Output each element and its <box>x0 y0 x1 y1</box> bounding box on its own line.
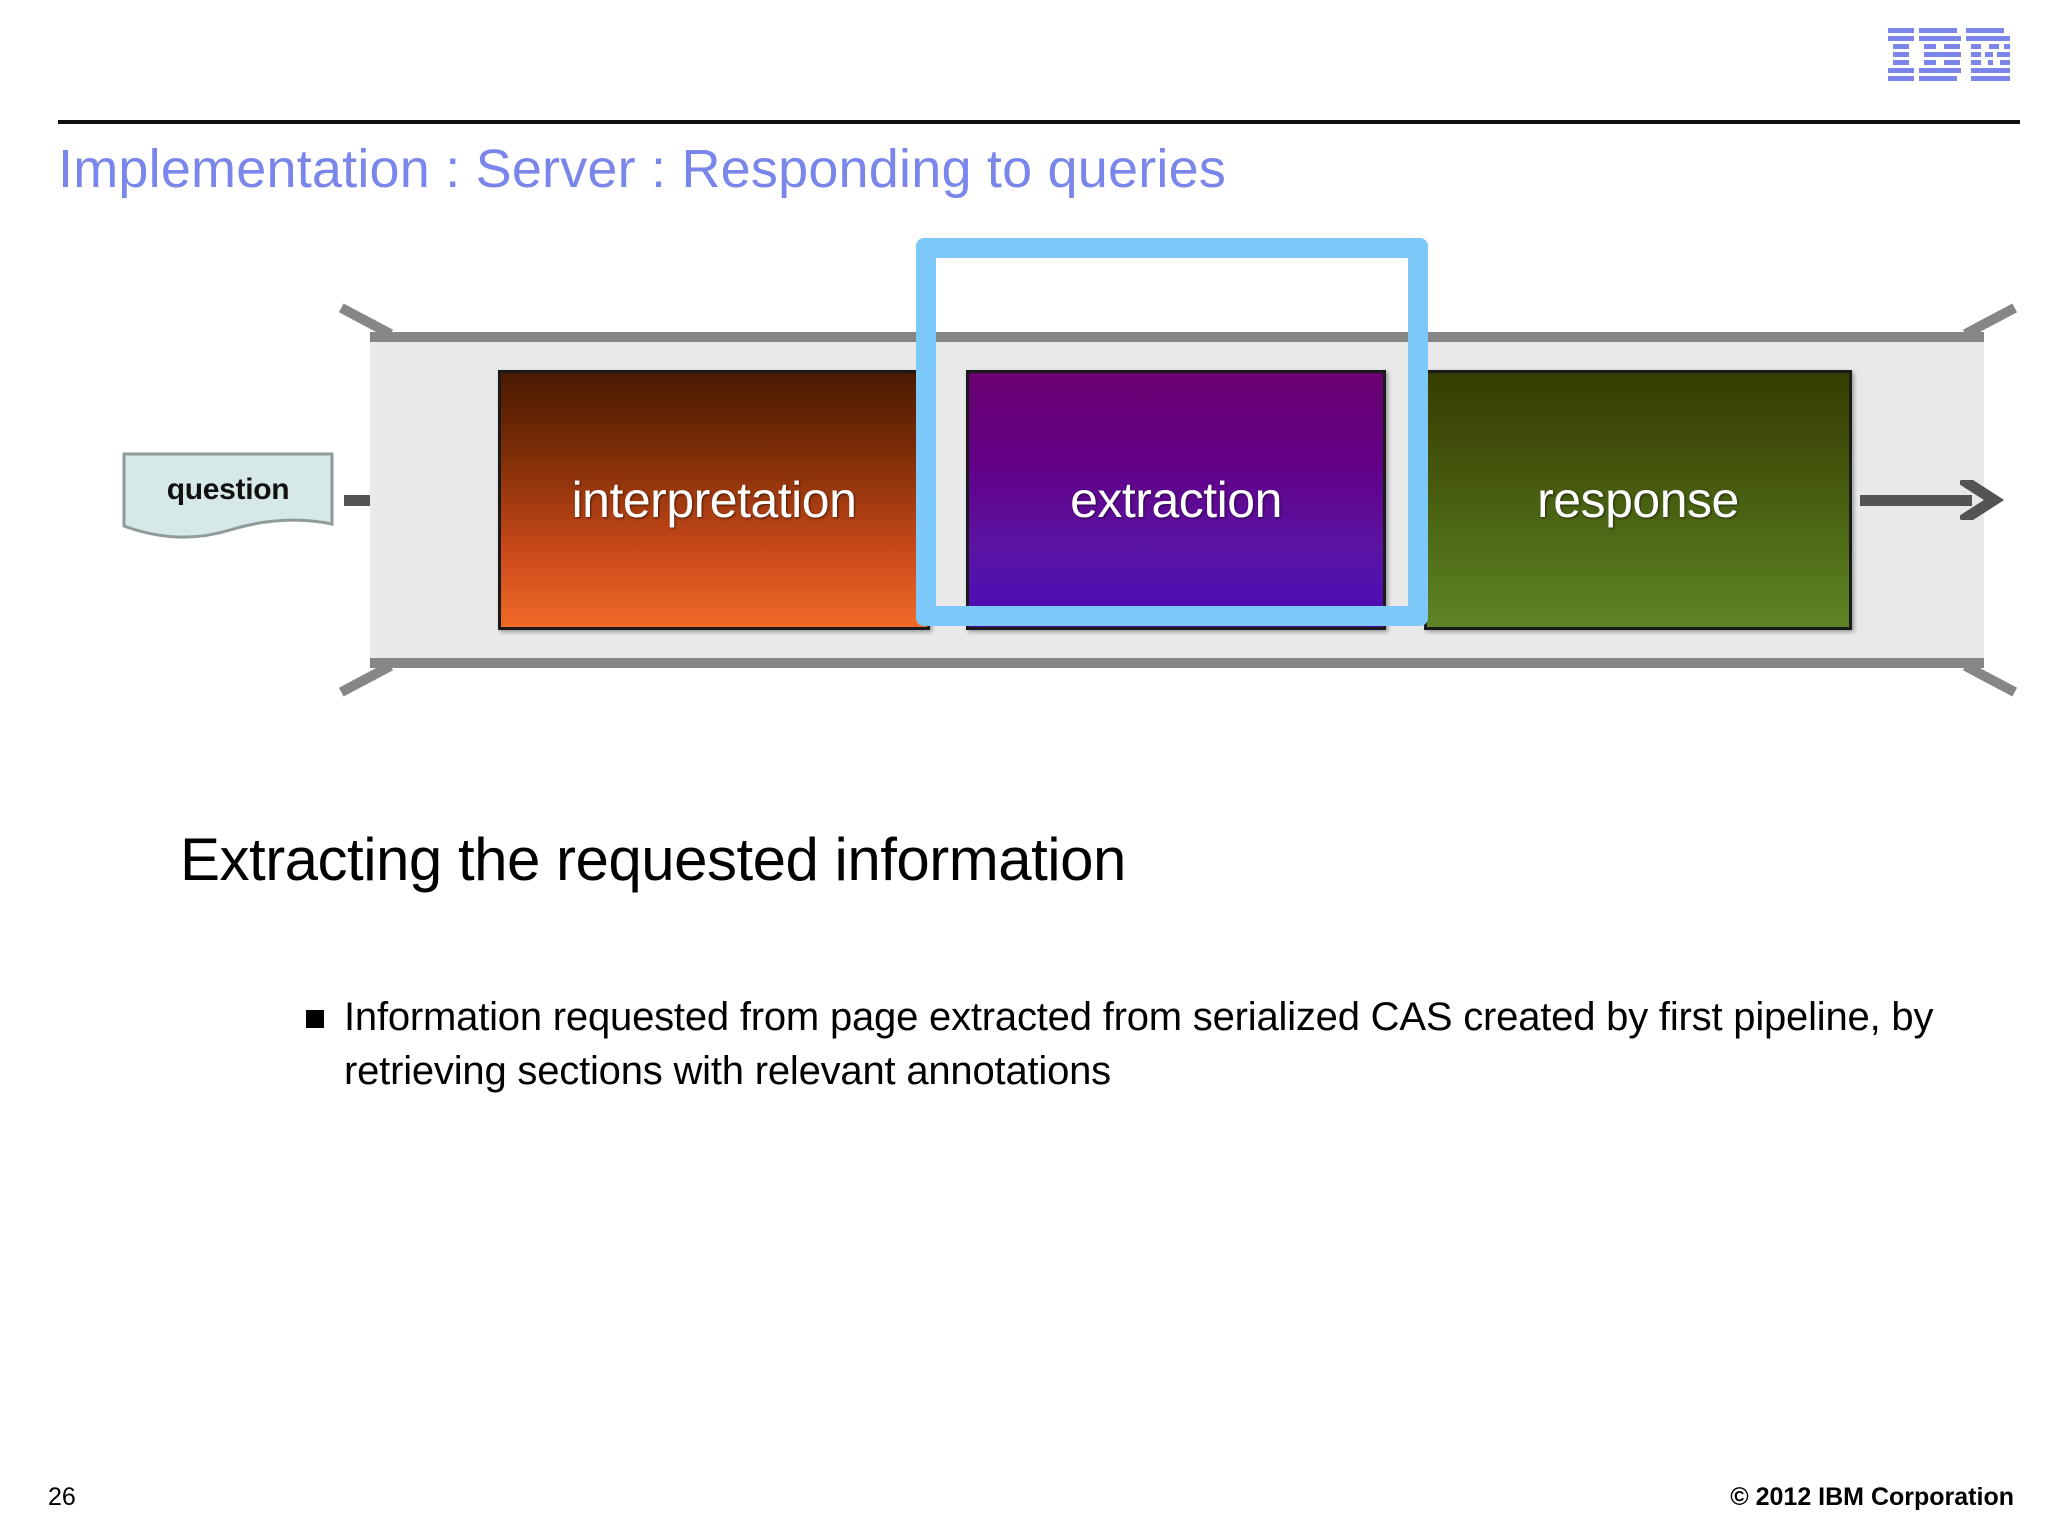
page-number: 26 <box>48 1483 76 1511</box>
copyright-notice: © 2012 IBM Corporation <box>1730 1483 2014 1511</box>
stage-interpretation-label: interpretation <box>571 472 857 528</box>
section-heading: Extracting the requested information <box>180 826 1126 893</box>
ibm-logo-icon <box>1888 28 2020 84</box>
header-divider <box>58 120 2020 124</box>
pipeline-diagram: question interpretation extraction respo… <box>0 238 2048 710</box>
question-label: question <box>166 473 290 506</box>
bullet-list-item: Information requested from page extracte… <box>306 990 1946 1098</box>
stage-extraction[interactable]: extraction <box>966 370 1386 630</box>
band-tick-top-left <box>338 303 394 339</box>
square-bullet-icon <box>306 1010 324 1028</box>
band-tick-top-right <box>1962 303 2018 339</box>
arrow-right-icon <box>1860 480 2016 520</box>
question-document-icon <box>122 452 334 544</box>
stage-response-label: response <box>1537 472 1739 528</box>
band-tick-bottom-right <box>1962 661 2018 697</box>
stage-response[interactable]: response <box>1424 370 1852 630</box>
bullet-text: Information requested from page extracte… <box>344 995 1934 1093</box>
stage-interpretation[interactable]: interpretation <box>498 370 930 630</box>
band-tick-bottom-left <box>338 661 394 697</box>
page-title: Implementation : Server : Responding to … <box>58 139 1227 199</box>
stage-extraction-label: extraction <box>1070 472 1282 528</box>
band-edge-top <box>370 332 1984 342</box>
band-edge-bottom <box>370 658 1984 668</box>
